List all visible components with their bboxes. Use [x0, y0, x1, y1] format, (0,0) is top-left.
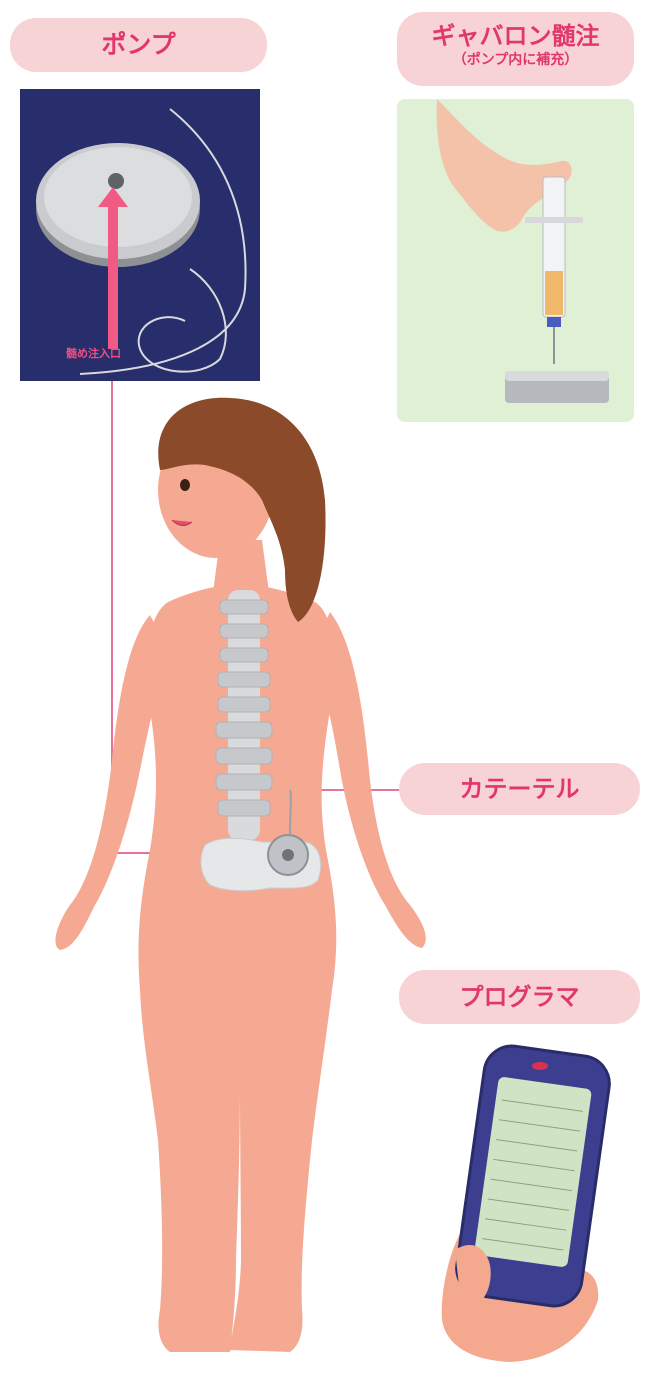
catheter-label-text: カテーテル: [399, 763, 640, 815]
eye: [180, 479, 190, 491]
port-label: 髄め注入口: [66, 345, 121, 361]
pump-label: ポンプ: [10, 18, 267, 72]
injection-label-subtitle: （ポンプ内に補充）: [397, 50, 634, 70]
pump-photo: [20, 89, 260, 381]
catheter-label: カテーテル: [399, 763, 640, 815]
programmer-label-text: プログラマ: [399, 970, 640, 1024]
injection-label: ギャバロン髄注 （ポンプ内に補充）: [397, 12, 634, 86]
injection-panel: [397, 99, 634, 422]
programmer-device: [442, 1042, 613, 1362]
programmer-label: プログラマ: [399, 970, 640, 1024]
injection-label-title: ギャバロン髄注: [397, 22, 634, 50]
pump-label-text: ポンプ: [10, 18, 267, 72]
catheter-tube: [290, 790, 291, 835]
